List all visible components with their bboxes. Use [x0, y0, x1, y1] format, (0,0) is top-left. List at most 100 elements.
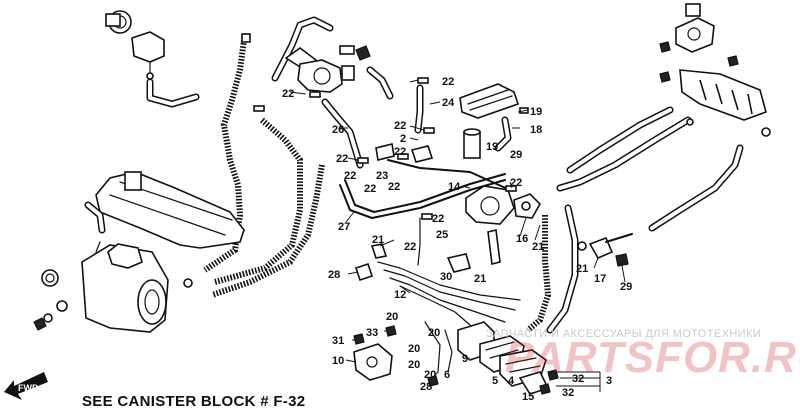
chamber-body — [459, 83, 520, 119]
right-manifold — [679, 69, 767, 121]
bolt-32-a — [547, 369, 559, 381]
callout: 22 — [510, 177, 522, 189]
callout: 10 — [332, 355, 344, 367]
group-bracket — [556, 371, 601, 387]
purge-valve — [297, 59, 343, 93]
hose-right-lower — [648, 144, 744, 232]
callout: 20 — [408, 343, 420, 355]
right-bolt-b — [727, 55, 739, 67]
callout: 2 — [400, 133, 406, 145]
footer-note: SEE CANISTER BLOCK # F-32 — [82, 393, 306, 410]
washer — [56, 300, 68, 312]
clip — [253, 105, 265, 112]
canister-bracket — [95, 171, 245, 249]
right-cap — [685, 3, 701, 17]
callout: 32 — [572, 373, 584, 385]
right-valve-top — [675, 17, 715, 53]
tube-12-d — [399, 285, 471, 326]
callout: 21 — [474, 273, 486, 285]
tube-20-b — [444, 329, 453, 373]
purge-cluster — [284, 45, 371, 93]
callout: 22 — [364, 183, 376, 195]
bracket-10 — [353, 343, 393, 381]
callout: 21 — [576, 263, 588, 275]
tube-12-c — [389, 277, 506, 323]
callout: 4 — [508, 375, 515, 387]
tube-12-b — [383, 269, 516, 311]
callout: 22 — [282, 88, 294, 100]
clip — [421, 213, 433, 220]
callout: 18 — [530, 124, 542, 136]
callout: 28 — [328, 269, 340, 281]
callout: 20 — [424, 369, 436, 381]
valve-body — [131, 31, 165, 63]
right-assembly — [577, 3, 771, 267]
rigid-tubes — [339, 159, 521, 381]
lower-block — [353, 321, 559, 395]
callout: 22 — [394, 146, 406, 158]
callout: 22 — [442, 76, 454, 88]
callout: 9 — [462, 353, 468, 365]
valve-fitting — [146, 72, 154, 80]
callout: 27 — [338, 221, 350, 233]
hose-left-long-c — [211, 164, 325, 298]
callout: 25 — [436, 229, 448, 241]
clip — [417, 77, 429, 84]
fwd-direction-marker: FWD — [4, 372, 48, 400]
valve-cap — [105, 13, 121, 27]
watermark-tagline: ЗАПЧАСТИ И АКСЕССУАРЫ ДЛЯ МОТОТЕХНИКИ — [486, 328, 762, 340]
o-ring — [41, 269, 59, 287]
clip — [397, 153, 409, 160]
callout: 31 — [332, 335, 344, 347]
clip — [309, 91, 321, 98]
callout: 19 — [486, 141, 498, 153]
bolt-32-b — [539, 383, 551, 395]
purge-connector — [341, 65, 355, 81]
callout: 21 — [532, 241, 544, 253]
bracket-30 — [446, 253, 471, 273]
bracket-28-left — [354, 262, 374, 282]
callout: 22 — [394, 120, 406, 132]
fitting-21-left — [370, 243, 388, 259]
tee-joint — [410, 145, 434, 163]
left-hardware — [33, 269, 68, 331]
fwd-arrow-icon — [4, 372, 48, 400]
callout: 24 — [442, 97, 455, 109]
bolt-29 — [615, 253, 629, 267]
upper-left-valve — [105, 10, 165, 80]
canister-end-cap — [137, 279, 167, 325]
hoses — [146, 16, 744, 334]
right-bolt-a — [659, 41, 671, 53]
fitting-22-mid — [375, 143, 395, 161]
callout: 17 — [594, 273, 606, 285]
callouts: 22 22 24 19 18 26 22 2 22 19 29 22 23 22… — [282, 76, 632, 403]
control-valve-main — [465, 185, 515, 225]
tube-14 — [387, 159, 511, 191]
right-manifold-front — [699, 79, 753, 115]
right-bolt-c — [659, 71, 671, 83]
tube-25 — [417, 217, 421, 266]
callout: 28 — [420, 381, 432, 393]
callout: 15 — [522, 391, 534, 403]
fitting-21-center — [487, 229, 501, 265]
filter-cylinder — [463, 131, 481, 159]
clip — [357, 157, 369, 164]
callout: 6 — [444, 369, 450, 381]
clamp-21-right — [577, 241, 587, 251]
hose-left-long-b — [214, 117, 303, 285]
callout: 23 — [376, 170, 388, 182]
callout: 22 — [336, 153, 348, 165]
clips — [241, 33, 529, 220]
tube-27-b — [344, 173, 506, 213]
callout: 22 — [404, 241, 416, 253]
right-washer-b — [686, 118, 694, 126]
callout: 20 — [428, 327, 440, 339]
right-washer — [761, 127, 771, 137]
fwd-label: FWD — [18, 383, 39, 393]
callout: 21 — [372, 234, 384, 246]
fitting-top — [339, 45, 355, 55]
callout: 22 — [388, 181, 400, 193]
callout: 26 — [332, 124, 344, 136]
